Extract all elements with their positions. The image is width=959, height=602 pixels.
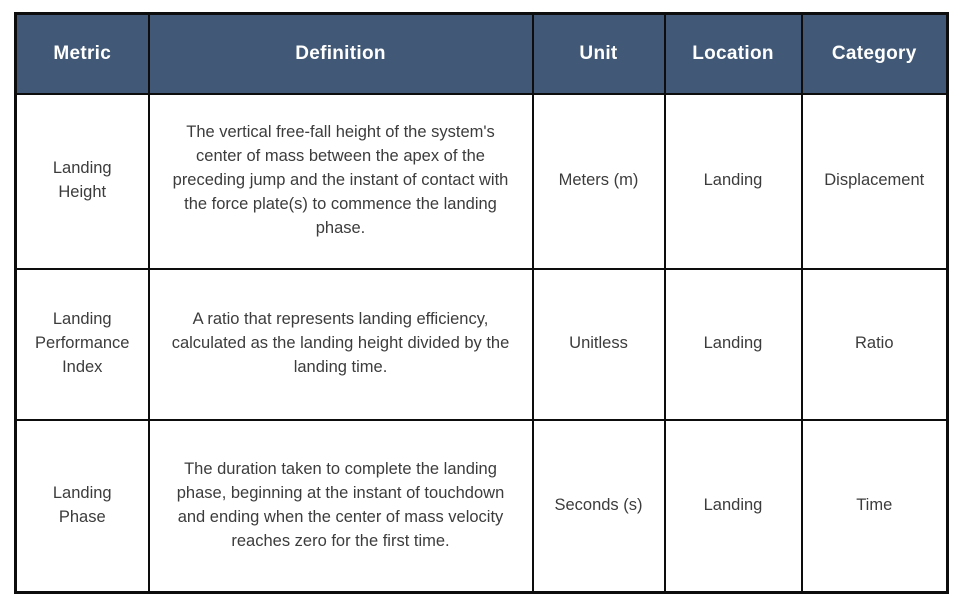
metrics-definition-table: Metric Definition Unit Location Category… xyxy=(14,12,949,594)
cell-location: Landing xyxy=(663,418,803,594)
table-row-landing-height: Landing Height The vertical free-fall he… xyxy=(14,92,949,270)
cell-unit: Unitless xyxy=(531,267,666,421)
table-row-landing-phase: Landing Phase The duration taken to comp… xyxy=(14,418,949,594)
cell-unit: Seconds (s) xyxy=(531,418,666,594)
cell-definition: The duration taken to complete the landi… xyxy=(147,418,534,594)
table-header: Metric Definition Unit Location Category xyxy=(14,12,949,95)
header-row: Metric Definition Unit Location Category xyxy=(14,12,949,95)
cell-metric: Landing Phase xyxy=(14,418,150,594)
cell-location: Landing xyxy=(663,267,803,421)
cell-unit: Meters (m) xyxy=(531,92,666,270)
table-row-landing-performance-index: Landing Performance Index A ratio that r… xyxy=(14,267,949,421)
table-body: Landing Height The vertical free-fall he… xyxy=(14,92,949,594)
cell-category: Ratio xyxy=(800,267,949,421)
cell-location: Landing xyxy=(663,92,803,270)
cell-metric: Landing Performance Index xyxy=(14,267,150,421)
cell-definition: A ratio that represents landing efficien… xyxy=(147,267,534,421)
cell-category: Displacement xyxy=(800,92,949,270)
cell-metric: Landing Height xyxy=(14,92,150,270)
column-header-metric: Metric xyxy=(14,12,150,95)
column-header-location: Location xyxy=(663,12,803,95)
cell-definition: The vertical free-fall height of the sys… xyxy=(147,92,534,270)
cell-category: Time xyxy=(800,418,949,594)
column-header-unit: Unit xyxy=(531,12,666,95)
column-header-definition: Definition xyxy=(147,12,534,95)
column-header-category: Category xyxy=(800,12,949,95)
